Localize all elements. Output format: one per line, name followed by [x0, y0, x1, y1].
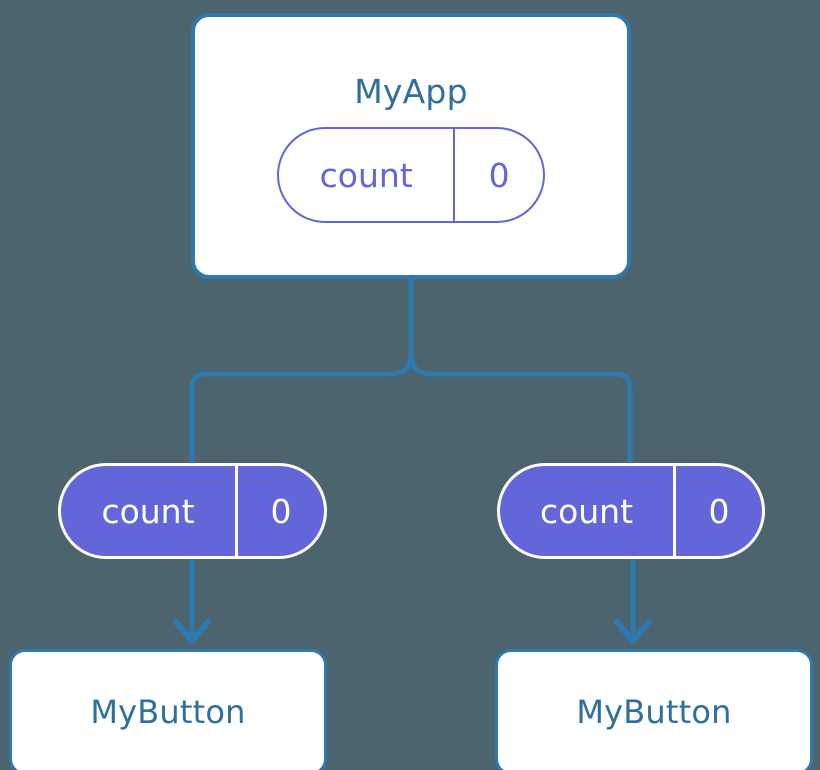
component-card-mybutton-right[interactable]: MyButton — [495, 649, 813, 770]
state-pill-left[interactable]: count 0 — [58, 463, 327, 559]
component-title-mybutton-right: MyButton — [576, 693, 732, 731]
component-title-myapp: MyApp — [354, 72, 468, 111]
state-key-root: count — [319, 155, 413, 195]
state-pill-right[interactable]: count 0 — [497, 463, 765, 559]
arrow-right-head-icon — [614, 619, 652, 644]
component-title-mybutton-left: MyButton — [90, 693, 246, 731]
state-value-root: 0 — [453, 129, 543, 221]
arrow-left-head-icon — [173, 619, 211, 644]
connector-fork-right — [408, 349, 633, 475]
connector-fork-left — [189, 349, 414, 475]
component-card-mybutton-left[interactable]: MyButton — [9, 649, 327, 770]
state-key-left: count — [101, 491, 195, 531]
state-pill-root[interactable]: count 0 — [277, 127, 545, 223]
state-value-right: 0 — [673, 466, 762, 556]
state-key-right: count — [539, 491, 634, 531]
state-value-left: 0 — [234, 466, 324, 556]
